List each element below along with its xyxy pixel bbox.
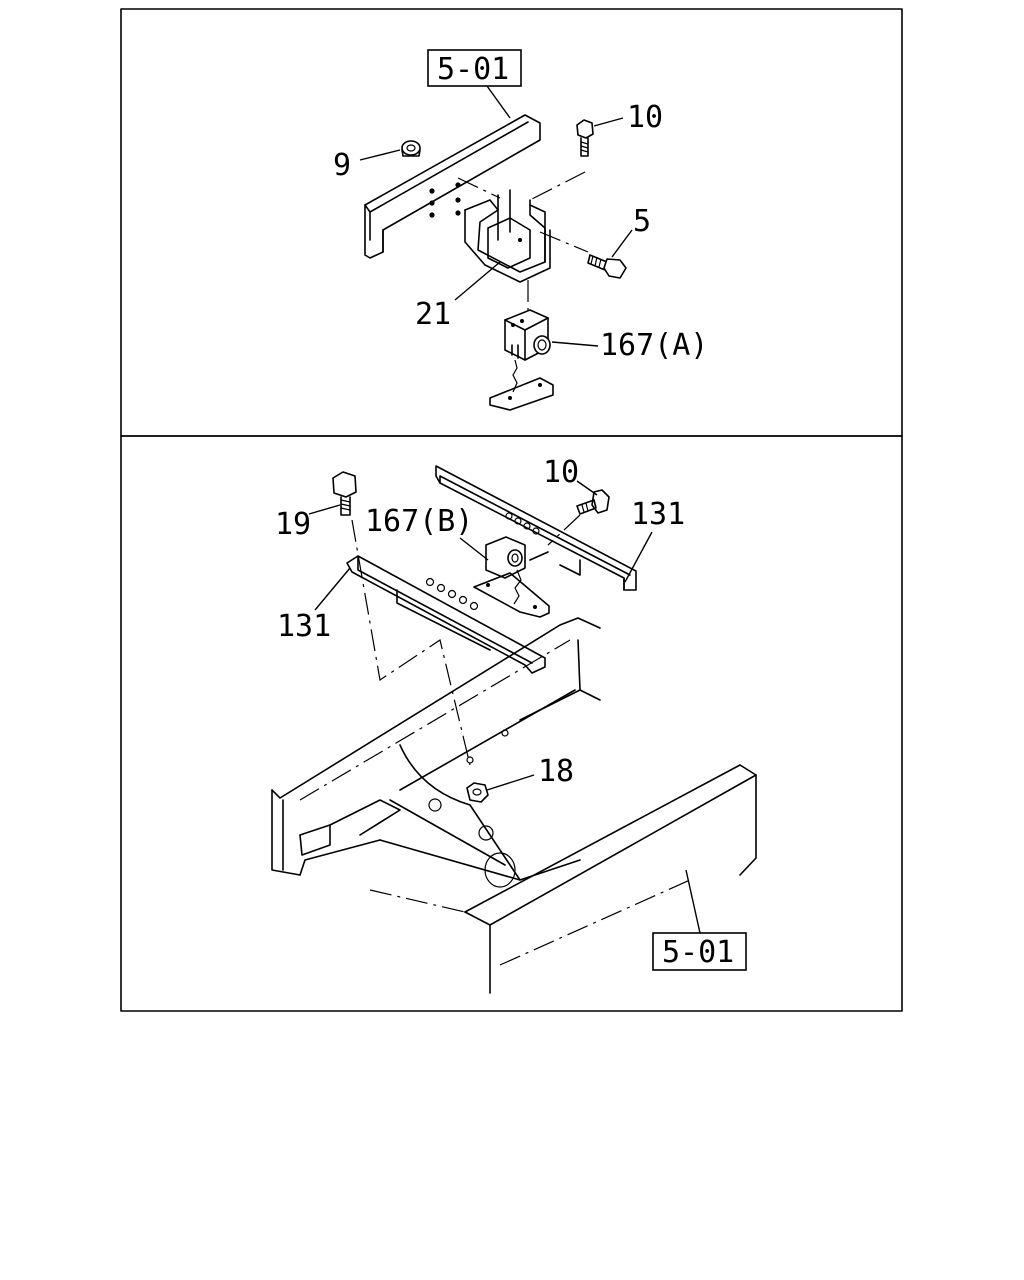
bottom-panel-frame xyxy=(120,435,903,1012)
switch-167b xyxy=(473,536,550,618)
callout-131-left-label: 131 xyxy=(277,609,331,644)
callout-5: 5 xyxy=(611,204,651,258)
assembly-line-9 xyxy=(457,177,501,199)
rail-131-right xyxy=(435,465,637,591)
bolt-19 xyxy=(332,471,357,516)
callout-21: 21 xyxy=(415,261,501,332)
assembly-line-10b xyxy=(547,514,581,546)
callout-10-bottom-label: 10 xyxy=(543,455,579,490)
callout-10-top: 10 xyxy=(593,100,663,135)
bolt-10-top xyxy=(576,119,594,157)
callout-9: 9 xyxy=(333,148,401,183)
callout-167b-label: 167(B) xyxy=(365,504,473,539)
ref-box-bottom: 5-01 xyxy=(652,869,747,971)
frame-crossmember xyxy=(271,617,601,888)
frame-rail-main xyxy=(369,764,757,994)
assembly-line-5 xyxy=(539,231,589,253)
switch-167a xyxy=(489,309,554,411)
callout-18-label: 18 xyxy=(538,754,574,789)
bottom-panel: 5-01 10 19 167(B) 131 131 18 xyxy=(271,455,757,994)
rail-131-left xyxy=(346,555,546,674)
callout-21-label: 21 xyxy=(415,297,451,332)
top-panel: 5-01 10 9 5 21 167(A) xyxy=(333,49,708,411)
callout-10-bottom: 10 xyxy=(543,455,598,496)
nut-9 xyxy=(401,140,421,157)
bracket-21 xyxy=(464,189,551,283)
ref-box-bottom-label: 5-01 xyxy=(662,935,734,970)
bolt-5 xyxy=(587,254,627,279)
callout-131-right: 131 xyxy=(624,497,685,583)
callout-131-left: 131 xyxy=(277,567,351,644)
callout-167a-label: 167(A) xyxy=(600,328,708,363)
assembly-line-10 xyxy=(529,171,586,201)
callout-10-top-label: 10 xyxy=(627,100,663,135)
nut-18 xyxy=(466,782,489,803)
callout-167b: 167(B) xyxy=(365,504,489,561)
callout-167a: 167(A) xyxy=(551,328,708,363)
callout-19: 19 xyxy=(275,504,341,542)
callout-19-label: 19 xyxy=(275,507,311,542)
callout-9-label: 9 xyxy=(333,148,351,183)
assembly-line-19 xyxy=(351,519,471,766)
ref-box-top-label: 5-01 xyxy=(437,52,509,87)
ref-box-top: 5-01 xyxy=(427,49,522,119)
callout-131-right-label: 131 xyxy=(631,497,685,532)
callout-5-label: 5 xyxy=(633,204,651,239)
frame-rail-top xyxy=(364,114,541,259)
bolt-10-bottom xyxy=(576,489,610,515)
callout-18: 18 xyxy=(486,754,574,791)
